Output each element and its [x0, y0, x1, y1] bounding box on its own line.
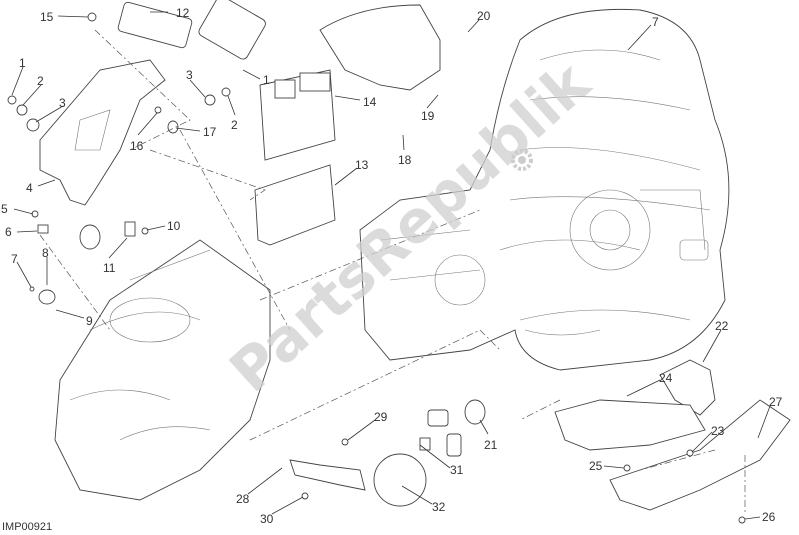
- callout-9: 9: [86, 314, 93, 328]
- callout-3: 3: [59, 96, 66, 110]
- callout-30: 30: [260, 512, 274, 526]
- callout-16: 16: [130, 139, 144, 153]
- bracket-28: [289, 459, 366, 491]
- callout-31: 31: [450, 463, 464, 477]
- callout-12: 12: [176, 6, 190, 20]
- callout-1: 1: [19, 56, 26, 70]
- callout-21: 21: [484, 438, 498, 452]
- callout-25: 25: [589, 459, 603, 473]
- callout-17: 17: [203, 125, 217, 139]
- heat-shield-19: [319, 4, 441, 91]
- callout-26: 26: [762, 510, 776, 524]
- callout-22: 22: [715, 319, 729, 333]
- callout-8: 8: [42, 246, 49, 260]
- callout-13: 13: [355, 158, 369, 172]
- callout-27: 27: [769, 395, 783, 409]
- callout-4: 4: [26, 181, 33, 195]
- callout-1-upper: 1: [263, 73, 270, 87]
- callout-2-upper: 2: [231, 118, 238, 132]
- horn-32: [373, 453, 427, 507]
- callout-15: 15: [40, 10, 54, 24]
- callout-19: 19: [421, 109, 435, 123]
- ecu-cover-13: [254, 164, 336, 246]
- leader-lines: [11, 11, 771, 520]
- callout-7-engine: 7: [652, 15, 659, 29]
- callout-23: 23: [711, 424, 725, 438]
- callout-24: 24: [659, 371, 673, 385]
- part-12: [117, 1, 193, 49]
- callout-10: 10: [167, 219, 181, 233]
- bracket-4: [39, 59, 166, 206]
- callout-11: 11: [103, 261, 116, 275]
- callout-2: 2: [37, 74, 44, 88]
- callout-labels: 15 12 1 2 3 3 1 2 14 20 7 4 16 17 13 19 …: [1, 6, 783, 533]
- callout-5: 5: [1, 202, 8, 216]
- ecu-14: [259, 69, 336, 161]
- callout-28: 28: [236, 492, 250, 506]
- gear-icon: [511, 149, 533, 171]
- callout-3-upper: 3: [186, 68, 193, 82]
- engine-assembly: [359, 8, 730, 371]
- callout-14: 14: [363, 95, 377, 109]
- callout-20: 20: [477, 9, 491, 23]
- diagram-code: IMP00921: [2, 521, 52, 533]
- callout-7: 7: [11, 252, 18, 266]
- callout-29: 29: [374, 410, 388, 424]
- airbox-cover: [54, 239, 271, 501]
- relay: [198, 0, 266, 60]
- callout-6: 6: [5, 225, 12, 239]
- callout-32: 32: [432, 500, 446, 514]
- bracket-22: [659, 359, 716, 416]
- callout-18: 18: [398, 153, 412, 167]
- bash-plate-27: [554, 399, 706, 451]
- part-21: [464, 399, 486, 425]
